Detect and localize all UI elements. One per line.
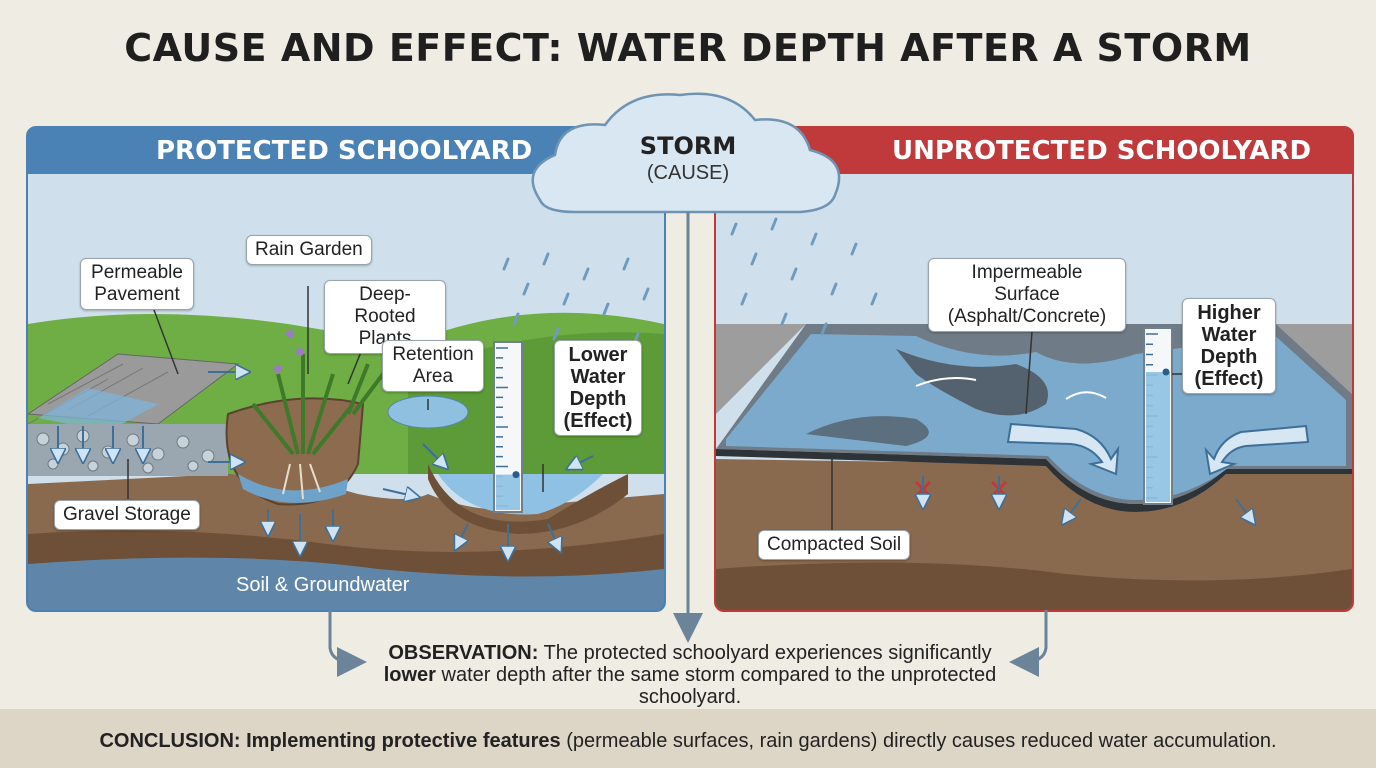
observation-text: OBSERVATION: The protected schoolyard ex…: [360, 642, 1020, 708]
storm-title: STORM: [639, 132, 737, 160]
left-gauge-water-level: [496, 474, 520, 510]
protected-schoolyard-panel: PROTECTED SCHOOLYARD: [26, 126, 666, 612]
protected-panel-header: PROTECTED SCHOOLYARD: [156, 136, 533, 166]
observation-text-after: water depth after the same storm compare…: [435, 664, 997, 708]
soil-groundwater-label: Soil & Groundwater: [236, 574, 410, 596]
storm-subtitle: (CAUSE): [646, 162, 730, 184]
observation-text-before: The protected schoolyard experiences sig…: [538, 642, 992, 664]
unprotected-schoolyard-panel: UNPROTECTED SCHOOLYARD: [714, 126, 1354, 612]
conclusion-bar: [0, 709, 1376, 768]
conclusion-lead: CONCLUSION: Implementing protective feat…: [99, 730, 561, 752]
impermeable-surface-label: Impermeable Surface (Asphalt/Concrete): [928, 258, 1126, 332]
unprotected-panel-header: UNPROTECTED SCHOOLYARD: [892, 136, 1312, 166]
observation-emphasis: lower: [383, 664, 436, 686]
compacted-soil-label: Compacted Soil: [758, 530, 911, 560]
conclusion-body: (permeable surfaces, rain gardens) direc…: [560, 730, 1277, 752]
higher-water-depth-label: Higher Water Depth (Effect): [1182, 298, 1276, 394]
conclusion-text: CONCLUSION: Implementing protective feat…: [0, 730, 1376, 753]
permeable-pavement-label: Permeable Pavement: [80, 258, 194, 310]
lower-water-depth-label: Lower Water Depth (Effect): [554, 340, 642, 436]
observation-lead: OBSERVATION:: [388, 642, 539, 664]
right-gauge-water-level: [1146, 372, 1170, 502]
gravel-storage-label: Gravel Storage: [54, 500, 200, 530]
page-title: CAUSE AND EFFECT: WATER DEPTH AFTER A ST…: [124, 26, 1252, 70]
rain-garden-label: Rain Garden: [246, 235, 372, 265]
retention-area-label: Retention Area: [382, 340, 484, 392]
